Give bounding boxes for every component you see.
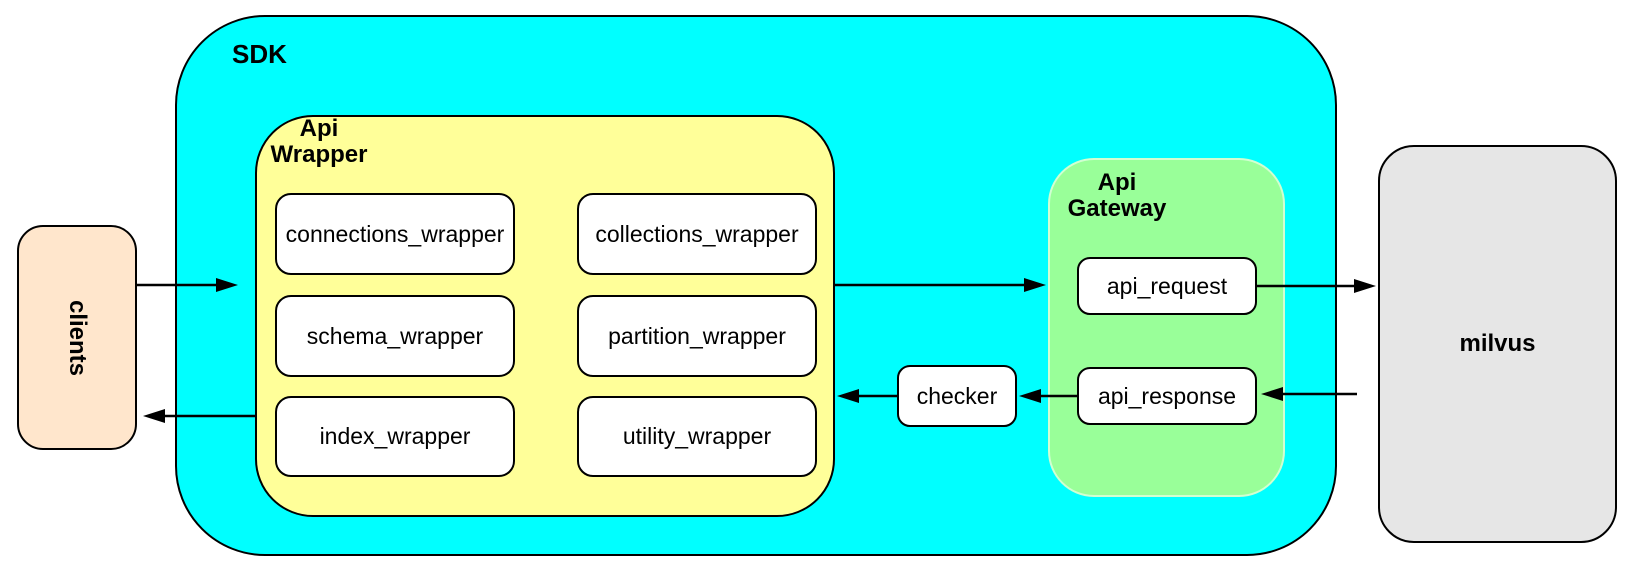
milvus-node: milvus: [1378, 145, 1617, 543]
sdk-label: SDK: [232, 39, 287, 69]
connections-wrapper-label: connections_wrapper: [285, 220, 505, 247]
index-wrapper-node: index_wrapper: [275, 396, 515, 477]
schema-wrapper-node: schema_wrapper: [275, 295, 515, 377]
collections-wrapper-label: collections_wrapper: [595, 220, 799, 247]
api-response-label: api_response: [1097, 382, 1237, 409]
api-request-label: api_request: [1106, 272, 1228, 299]
api-gateway-label: Api Gateway: [1067, 169, 1167, 223]
index-wrapper-label: index_wrapper: [319, 423, 471, 449]
milvus-label: milvus: [1459, 330, 1536, 357]
partition-wrapper-label: partition_wrapper: [608, 322, 786, 349]
checker-label: checker: [916, 382, 998, 409]
collections-wrapper-node: collections_wrapper: [577, 193, 817, 275]
checker-node: checker: [897, 365, 1017, 427]
api-response-node: api_response: [1077, 367, 1257, 425]
utility-wrapper-node: utility_wrapper: [577, 396, 817, 477]
clients-node: clients: [17, 225, 137, 450]
connections-wrapper-node: connections_wrapper: [275, 193, 515, 275]
api-gateway-container: [1048, 158, 1285, 497]
api-wrapper-label: Api Wrapper: [270, 115, 368, 169]
schema-wrapper-label: schema_wrapper: [306, 322, 484, 349]
clients-label: clients: [64, 299, 91, 376]
partition-wrapper-node: partition_wrapper: [577, 295, 817, 377]
utility-wrapper-label: utility_wrapper: [622, 423, 772, 449]
api-request-node: api_request: [1077, 257, 1257, 315]
